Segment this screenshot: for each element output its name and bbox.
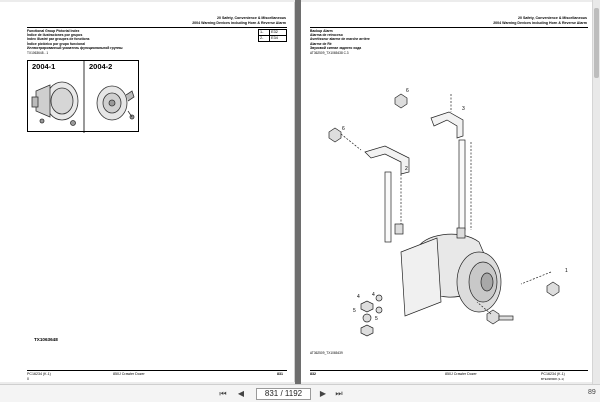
index-page-link[interactable]: E34 <box>269 35 287 42</box>
part-title-pt: Alarme de Ré <box>310 41 332 46</box>
part-title-fr: Avertisseur alarme de marche arrière <box>310 37 370 42</box>
header-rule <box>310 27 588 28</box>
index-title-block: Functional Group Pictorial Index Índice … <box>27 29 123 50</box>
bolt-top <box>328 93 466 239</box>
callout-2: 2 <box>405 166 408 172</box>
previous-page-icon[interactable]: ◀ <box>237 389 245 398</box>
index-title-es: Índice de ilustraciones por grupos <box>27 33 83 38</box>
footer-doc-id-2: 0 <box>27 377 29 381</box>
backup-alarm-illustration <box>31 81 79 126</box>
vertical-scrollbar[interactable] <box>592 0 600 384</box>
page-navigation-toolbar: ⏮ ◀ 831 / 1192 ▶ ⏭ 89 <box>0 384 600 402</box>
table-row[interactable]: 2- E34 <box>257 35 287 42</box>
callout-4a: 4 <box>357 294 360 300</box>
callout-5a: 5 <box>353 308 356 314</box>
footer-model: 850J Crawler Dozer <box>113 372 145 376</box>
callout-3: 3 <box>462 106 465 112</box>
part-title-block: Backup Alarm Alarma de retroceso Avertis… <box>310 29 370 50</box>
figure-reference: AT362509_TX1065438 C.3 <box>310 51 349 55</box>
footer-page-number: 831 <box>277 372 283 376</box>
footer-doc-id: PC16234 (K.1) <box>27 372 51 376</box>
footer-page-number: 832 <box>310 372 316 376</box>
callout-6a: 6 <box>406 88 409 94</box>
page-header: 20 Safety, Convenience & Miscellaneous 2… <box>493 16 587 25</box>
page-number-input[interactable]: 831 / 1192 <box>256 388 311 400</box>
footer-rule <box>310 370 588 371</box>
footer-model: 850J Crawler Dozer <box>445 372 477 376</box>
figure-bottom-reference: AT362509_TX1065439 <box>310 351 343 355</box>
index-table: 1- E32 2- E34 <box>257 29 287 42</box>
index-mark: 2- <box>257 35 271 42</box>
header-line-1: 20 Safety, Convenience & Miscellaneous <box>517 16 587 20</box>
pictorial-index-drawing <box>31 61 135 133</box>
callout-4b: 4 <box>372 292 375 298</box>
index-title-fr: Index illustré par groupes de fonctions <box>27 37 90 42</box>
page-header: 20 Safety, Convenience & Miscellaneous 2… <box>192 16 286 25</box>
footer-doc-id: PC16234 (K.1) <box>541 372 565 376</box>
header-line-1: 20 Safety, Convenience & Miscellaneous <box>216 16 286 20</box>
index-title-pt: Índice pictórico por grupo funcional <box>27 41 86 46</box>
header-line-2: 2004 Warning Devices including Horn & Re… <box>493 20 587 25</box>
horn-illustration <box>96 85 135 121</box>
first-page-icon[interactable]: ⏮ <box>219 389 227 398</box>
next-page-icon[interactable]: ▶ <box>319 389 327 398</box>
footer-rule <box>27 370 287 371</box>
header-rule <box>27 27 287 28</box>
scrollbar-thumb[interactable] <box>594 8 599 78</box>
callout-6b: 6 <box>342 126 345 132</box>
part-title-ru: Звуковой сигнал заднего хода <box>310 45 362 50</box>
figure-label-2004-1[interactable]: 2004-1 <box>32 62 56 71</box>
header-line-2: 2004 Warning Devices including Horn & Re… <box>192 20 286 25</box>
figure-reference: TX1063648 - 1 <box>27 51 49 55</box>
part-title-en: Backup Alarm <box>310 29 333 33</box>
pictorial-index-frame: 2004-1 2004-2 <box>27 60 139 133</box>
hardware-left <box>360 294 383 337</box>
document-page-right: 20 Safety, Convenience & Miscellaneous 2… <box>301 2 596 382</box>
part-title-es: Alarma de retroceso <box>310 33 343 38</box>
backup-alarm-exploded-view: 6 6 2 3 1 4 5 4 5 <box>328 88 568 337</box>
index-title-ru: Иллюстрированный указатель функционально… <box>27 45 123 50</box>
page-gap <box>295 0 301 384</box>
image-code: TX1063648 <box>34 337 58 342</box>
figure-label-2004-2[interactable]: 2004-2 <box>89 62 113 71</box>
callout-1: 1 <box>565 268 568 274</box>
zoom-level[interactable]: 89 <box>588 389 596 396</box>
footer-doc-id-2: BTE038908 (1-1) <box>541 377 565 381</box>
last-page-icon[interactable]: ⏭ <box>335 389 343 398</box>
index-title-en: Functional Group Pictorial Index <box>27 29 80 33</box>
document-page-left: 20 Safety, Convenience & Miscellaneous 2… <box>0 2 295 382</box>
callout-5b: 5 <box>375 316 378 322</box>
